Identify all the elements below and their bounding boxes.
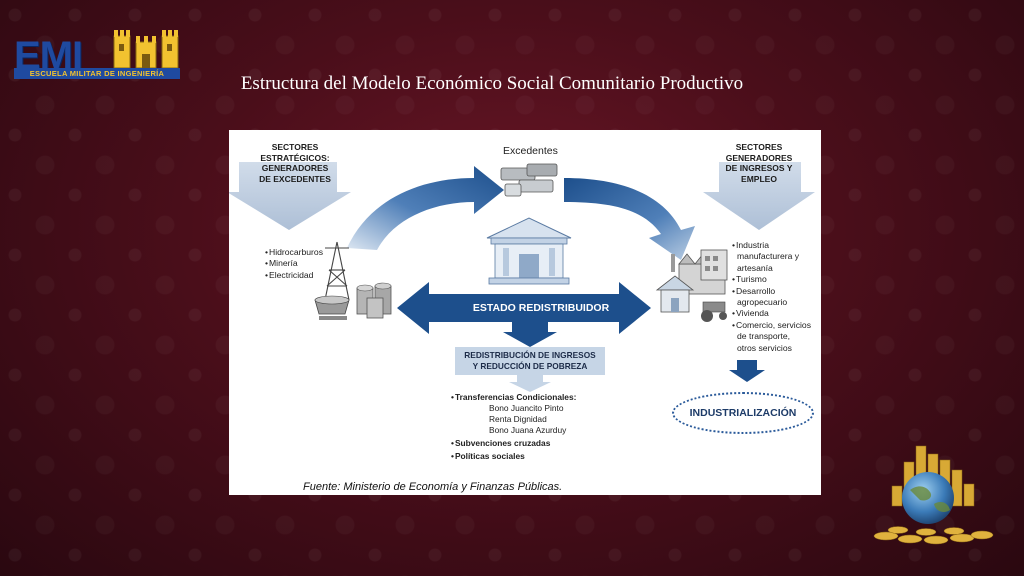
money-stack-icon	[500, 163, 558, 197]
list-item: agropecuario	[737, 297, 788, 308]
excedentes-label: Excedentes	[503, 145, 558, 157]
right-sector-list: Industria manufacturera y artesanía Turi…	[732, 240, 811, 354]
estado-label: ESTADO REDISTRIBUIDOR	[472, 302, 610, 314]
left-header-line: GENERADORES	[261, 163, 329, 173]
right-header-line: SECTORES	[735, 142, 783, 152]
bono-item: Bono Juana Azurduy	[489, 425, 567, 435]
list-item: Vivienda	[732, 308, 811, 319]
bank-building-icon	[486, 217, 572, 285]
barrels-icon	[356, 282, 392, 319]
policies-list: Transferencias Condicionales: Bono Juanc…	[451, 392, 576, 462]
source-note: Fuente: Ministerio de Economía y Finanza…	[303, 481, 563, 493]
diagram-panel: SECTORES ESTRATÉGICOS: GENERADORES DE EX…	[229, 130, 821, 495]
logo-subtitle: ESCUELA MILITAR DE INGENIERÍA	[14, 68, 180, 79]
right-header-line: EMPLEO	[741, 173, 777, 184]
list-item: de transporte,	[737, 331, 791, 342]
list-item: Desarrollo	[732, 286, 811, 297]
subvenciones-label: Subvenciones cruzadas	[451, 438, 576, 449]
left-sector-list: Hidrocarburos Minería Electricidad	[265, 247, 323, 281]
left-header: SECTORES ESTRATÉGICOS: GENERADORES DE EX…	[247, 142, 343, 184]
list-item: Minería	[265, 258, 323, 269]
right-header-line: GENERADORES	[725, 152, 793, 163]
estado-down-arrow	[503, 322, 557, 347]
list-item: Turismo	[732, 274, 811, 285]
redis-down-arrow	[509, 375, 551, 392]
list-item: Industria	[732, 240, 811, 251]
redis-line: Y REDUCCIÓN DE POBREZA	[472, 361, 588, 371]
castle-icon	[113, 30, 179, 68]
curved-arrow-down	[564, 178, 695, 260]
politicas-label: Políticas sociales	[451, 451, 576, 462]
house-icon	[655, 275, 695, 313]
industria-down-arrow	[729, 360, 765, 382]
left-header-line: ESTRATÉGICOS:	[260, 152, 330, 163]
list-item: Electricidad	[265, 270, 323, 281]
redistribucion-box: REDISTRIBUCIÓN DE INGRESOS Y REDUCCIÓN D…	[455, 347, 605, 375]
emi-logo: EMI ESCUELA MILITAR DE INGENIERÍA	[14, 28, 180, 80]
industrializacion-ellipse: INDUSTRIALIZACIÓN	[672, 392, 814, 434]
diagram-graphics	[229, 162, 815, 392]
list-item: Comercio, servicios	[732, 320, 811, 331]
left-header-line: SECTORES	[271, 142, 319, 152]
redis-line: REDISTRIBUCIÓN DE INGRESOS	[464, 350, 596, 360]
transferencias-label: Transferencias Condicionales:	[451, 392, 576, 403]
coins-globe-icon	[873, 445, 994, 545]
right-down-arrow	[703, 162, 815, 230]
page-title: Estructura del Modelo Económico Social C…	[240, 73, 744, 94]
left-down-arrow	[229, 162, 351, 230]
oil-tower-icon	[324, 241, 350, 301]
list-item: manufacturera y	[737, 251, 800, 262]
right-header: SECTORES GENERADORES DE INGRESOS Y EMPLE…	[709, 142, 809, 184]
list-item: Hidrocarburos	[265, 247, 323, 258]
estado-double-arrow	[397, 282, 651, 334]
left-header-line: DE EXCEDENTES	[259, 173, 331, 184]
curved-arrow-up	[347, 166, 504, 250]
list-item: otros servicios	[737, 342, 792, 353]
list-item: artesanía	[737, 262, 773, 273]
bono-item: Bono Juancito Pinto	[489, 403, 564, 413]
tractor-icon	[701, 301, 727, 322]
right-header-line: DE INGRESOS Y	[725, 163, 793, 173]
bono-item: Renta Dignidad	[489, 414, 547, 424]
mine-cart-icon	[314, 295, 350, 320]
